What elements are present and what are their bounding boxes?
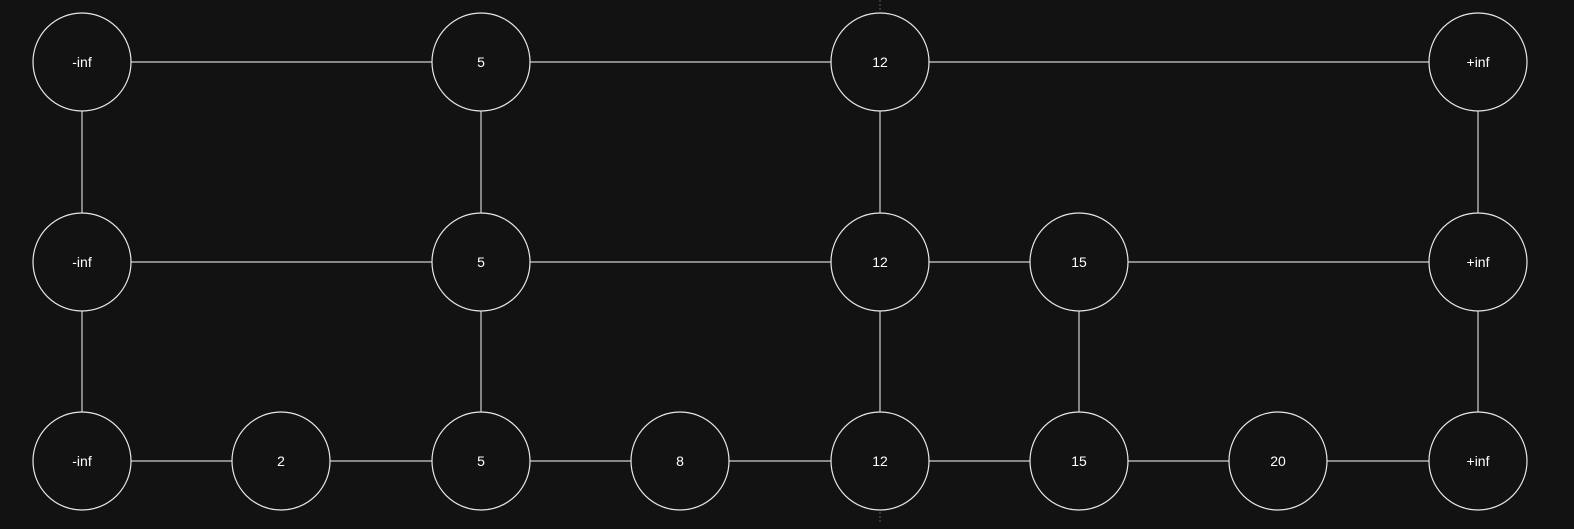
node-label: 5 — [477, 254, 485, 270]
skip-list-node: +inf — [1428, 12, 1528, 112]
node-label: -inf — [72, 453, 92, 469]
node-label: 5 — [477, 54, 485, 70]
skip-list-node: 20 — [1228, 411, 1328, 511]
skip-list-node: +inf — [1428, 411, 1528, 511]
skip-list-node: 12 — [830, 12, 930, 112]
node-label: -inf — [72, 254, 92, 270]
skip-list-node: 12 — [830, 411, 930, 511]
skip-list-node: -inf — [32, 212, 132, 312]
node-circle — [32, 212, 132, 312]
skip-list-node: -inf — [32, 411, 132, 511]
node-circle — [830, 12, 930, 112]
skip-list-node: 15 — [1029, 212, 1129, 312]
node-circle — [830, 411, 930, 511]
node-circle — [1428, 411, 1528, 511]
node-label: 8 — [676, 453, 684, 469]
node-label: 15 — [1071, 453, 1087, 469]
node-label: -inf — [72, 54, 92, 70]
node-circle — [830, 212, 930, 312]
skip-list-node: 8 — [630, 411, 730, 511]
node-label: +inf — [1467, 254, 1490, 270]
node-label: 12 — [872, 453, 888, 469]
node-circle — [630, 411, 730, 511]
skip-list-node: 5 — [431, 212, 531, 312]
skip-list-node: +inf — [1428, 212, 1528, 312]
node-circle — [431, 411, 531, 511]
node-circle — [32, 411, 132, 511]
node-label: 15 — [1071, 254, 1087, 270]
node-circle — [1228, 411, 1328, 511]
skip-list-node: 12 — [830, 212, 930, 312]
skip-list-node: 2 — [231, 411, 331, 511]
node-circle — [1428, 212, 1528, 312]
node-label: 2 — [277, 453, 285, 469]
node-circle — [1428, 12, 1528, 112]
node-label: 5 — [477, 453, 485, 469]
skip-list-node: 5 — [431, 12, 531, 112]
node-circle — [32, 12, 132, 112]
node-circle — [231, 411, 331, 511]
skip-list-node: 15 — [1029, 411, 1129, 511]
node-label: 20 — [1270, 453, 1286, 469]
node-circle — [1029, 212, 1129, 312]
node-label: 12 — [872, 254, 888, 270]
node-circle — [431, 212, 531, 312]
node-label: +inf — [1467, 54, 1490, 70]
node-label: 12 — [872, 54, 888, 70]
skip-list-node: 5 — [431, 411, 531, 511]
node-circle — [431, 12, 531, 112]
node-label: +inf — [1467, 453, 1490, 469]
skip-list-node: -inf — [32, 12, 132, 112]
node-circle — [1029, 411, 1129, 511]
